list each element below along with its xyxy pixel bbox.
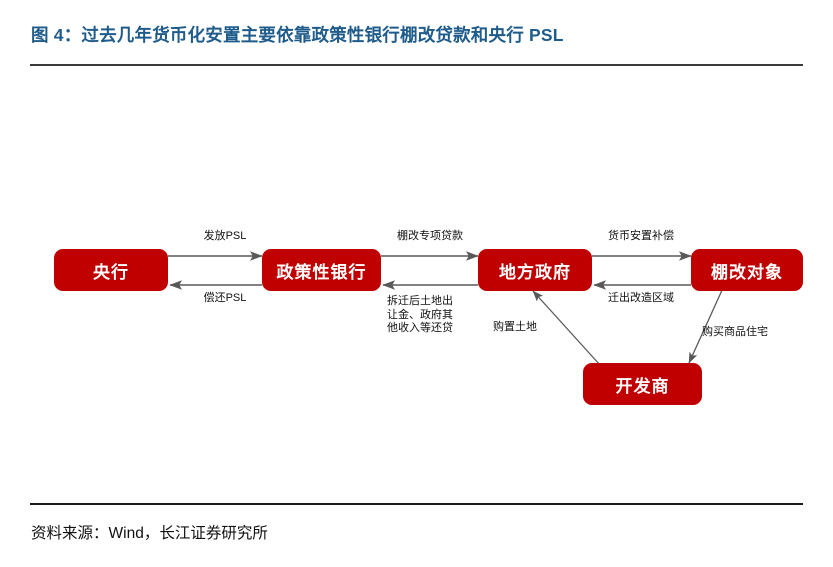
edge-label-purchase-housing: 购买商品住宅	[702, 326, 768, 338]
edge-label-land-transfer-repayment: 拆迁后土地出 让金、政府其 他收入等还贷	[387, 295, 453, 334]
edge-label-purchase-land: 购置土地	[493, 321, 537, 333]
node-pboc-label: 央行	[93, 262, 129, 282]
edge-label-issue-psl: 发放PSL	[203, 230, 247, 242]
node-developer[interactable]: 开发商	[583, 363, 702, 405]
edge-label-monetary-compensation: 货币安置补偿	[608, 230, 674, 242]
node-shed-target-label: 棚改对象	[711, 262, 783, 282]
source-note: 资料来源：Wind，长江证券研究所	[31, 525, 268, 542]
page-title: 图 4：过去几年货币化安置主要依靠政策性银行棚改贷款和央行 PSL	[31, 25, 564, 45]
node-local-government-label: 地方政府	[499, 262, 571, 282]
node-policy-bank[interactable]: 政策性银行	[262, 249, 381, 291]
edge-label-move-out-area: 迁出改造区域	[608, 292, 674, 304]
node-policy-bank-label: 政策性银行	[276, 262, 367, 282]
node-pboc[interactable]: 央行	[54, 249, 168, 291]
node-shed-target[interactable]: 棚改对象	[691, 249, 803, 291]
title-divider	[30, 64, 803, 66]
node-developer-label: 开发商	[615, 376, 670, 396]
node-local-government[interactable]: 地方政府	[478, 249, 592, 291]
edge-label-shed-special-loan: 棚改专项贷款	[397, 230, 463, 242]
source-divider	[30, 503, 803, 505]
diagram-canvas: 央行 政策性银行 地方政府 棚改对象 开发商 发放PSL 偿还PSL 棚改专项贷…	[0, 70, 833, 500]
edge-label-repay-psl: 偿还PSL	[203, 292, 247, 304]
